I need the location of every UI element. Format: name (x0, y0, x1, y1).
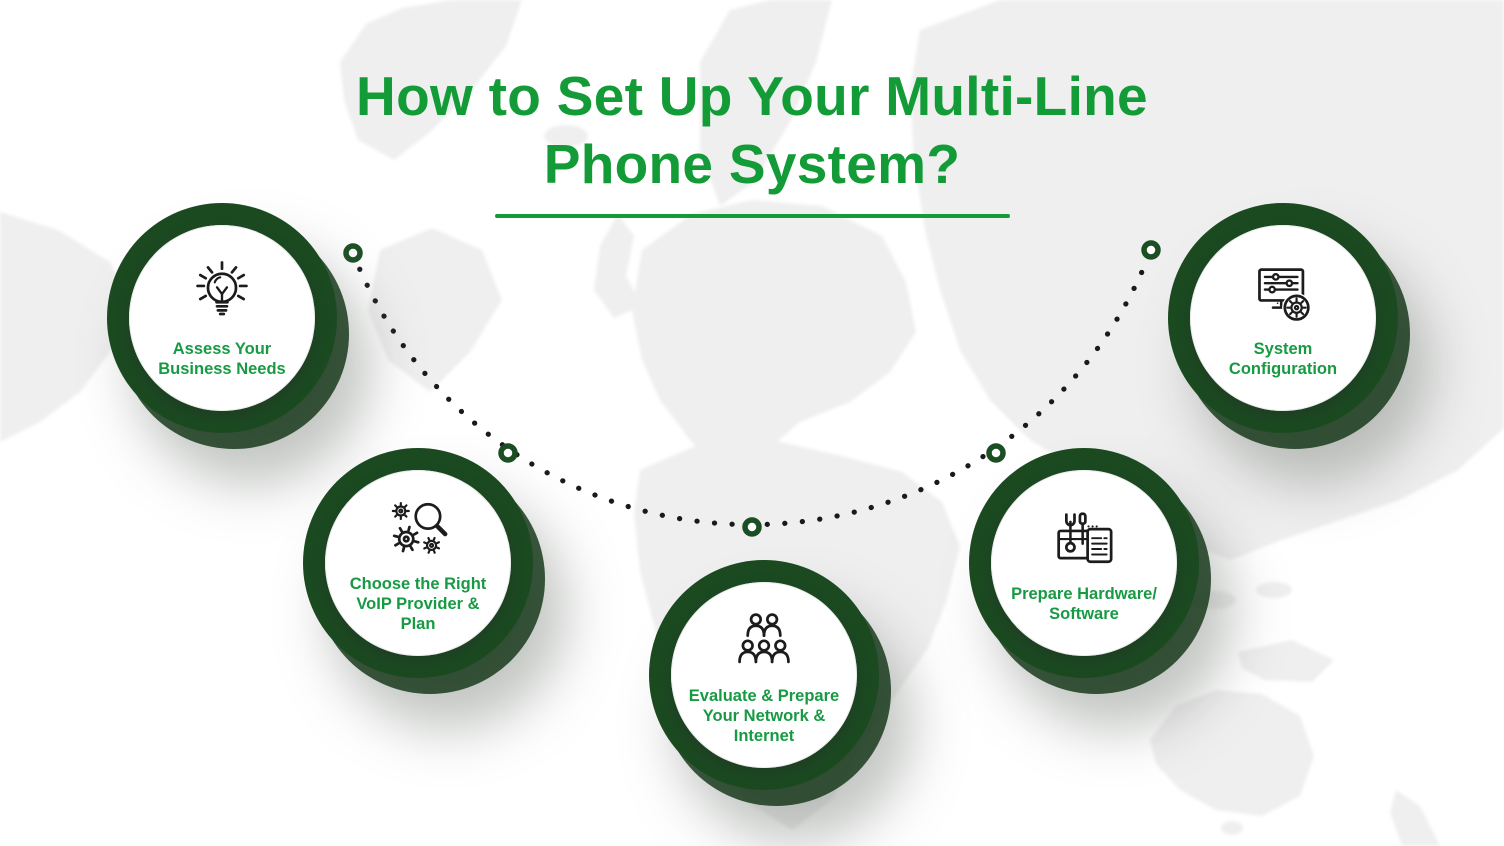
title-underline (494, 214, 1010, 219)
arc-marker-5 (1141, 240, 1161, 260)
page-title: How to Set Up Your Multi-Line Phone Syst… (0, 62, 1504, 219)
step-3-badge: Evaluate & Prepare Your Network & Intern… (649, 560, 879, 790)
idea-lightbulb-icon (196, 260, 248, 316)
step-5-label: System Configuration (1228, 339, 1338, 378)
title-line-2: Phone System? (543, 133, 961, 196)
toolbox-checklist-icon (1057, 512, 1113, 563)
team-people-icon (738, 613, 790, 664)
title-line-1: How to Set Up Your Multi-Line (356, 65, 1148, 127)
step-2-content: Choose the Right VoIP Provider & Plan (325, 470, 511, 656)
step-2-badge: Choose the Right VoIP Provider & Plan (303, 448, 533, 678)
step-5-badge: System Configuration (1168, 203, 1398, 433)
arc-marker-3 (742, 517, 762, 537)
step-1-badge: Assess Your Business Needs (107, 203, 337, 433)
step-3-label: Evaluate & Prepare Your Network & Intern… (688, 686, 840, 746)
step-4-badge: Prepare Hardware/ Software (969, 448, 1199, 678)
step-1-content: Assess Your Business Needs (129, 225, 315, 411)
step-3-content: Evaluate & Prepare Your Network & Intern… (671, 582, 857, 768)
arc-marker-4 (986, 443, 1006, 463)
arc-marker-2 (498, 443, 518, 463)
step-2-label: Choose the Right VoIP Provider & Plan (349, 574, 487, 634)
gears-magnifier-icon (389, 501, 448, 557)
step-1-label: Assess Your Business Needs (158, 339, 286, 378)
arc-marker-1 (343, 243, 363, 263)
step-5-content: System Configuration (1190, 225, 1376, 411)
step-4-label: Prepare Hardware/ Software (1011, 584, 1157, 623)
step-4-content: Prepare Hardware/ Software (991, 470, 1177, 656)
dotted-path (350, 247, 1154, 528)
monitor-gear-icon (1258, 268, 1312, 323)
